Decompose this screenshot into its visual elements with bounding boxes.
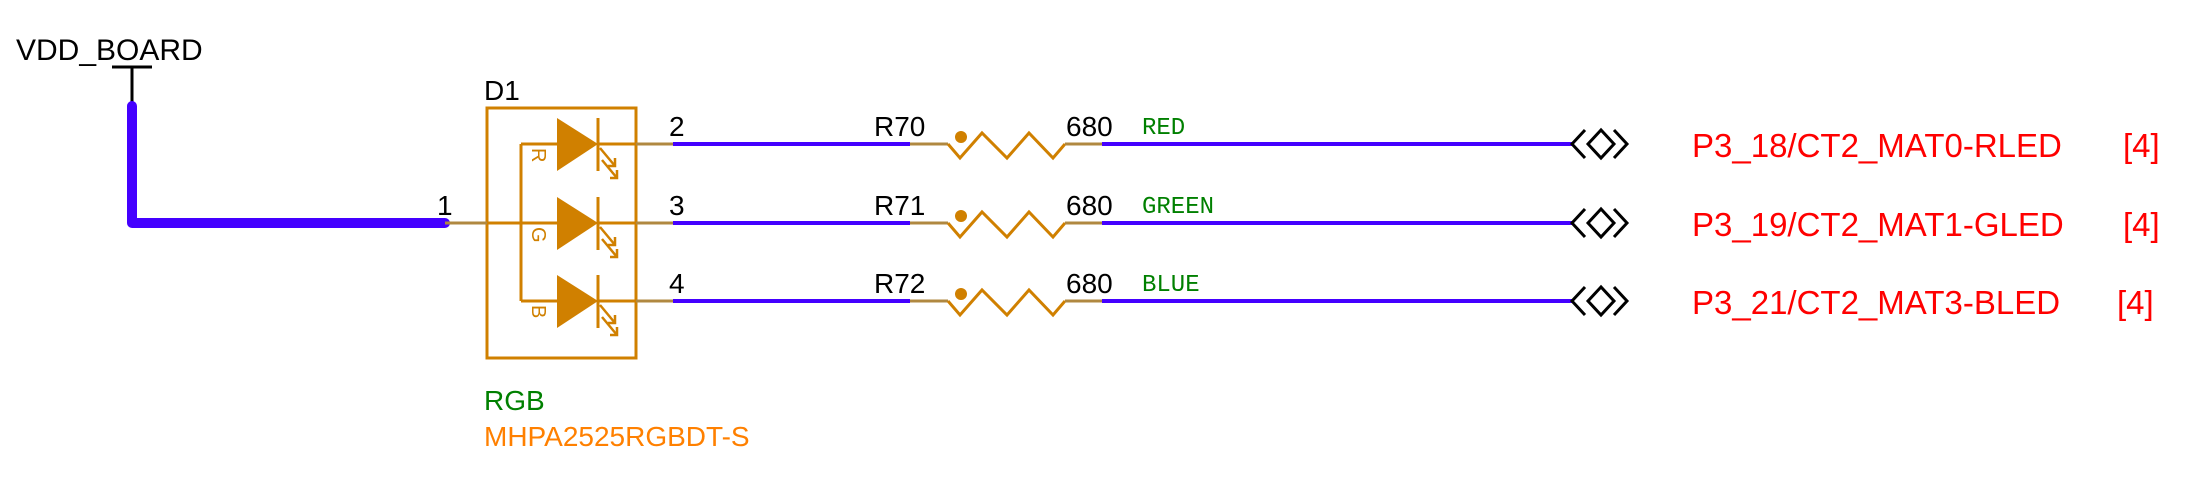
resistor-zigzag-icon [946,130,1067,161]
pin-1-number: 1 [437,190,453,221]
bidirectional-port-icon[interactable] [1569,206,1630,240]
bidirectional-port-icon[interactable] [1569,127,1630,161]
light-emission-arrowhead-icon [608,315,617,325]
led-body-outline [485,106,638,360]
port-right-chevron [1612,128,1630,160]
light-emission-arrow-icon [601,238,618,258]
channel-letter: B [527,305,549,318]
led-channel-r: R2 [527,111,685,180]
port-left-chevron [1569,285,1587,317]
diode-triangle-icon [557,275,598,328]
signal-row-blue: R72 680 BLUE P3_21/CT2_MAT3-BLED [4] [673,268,2154,321]
power-symbol-vdd-board[interactable]: VDD_BOARD [16,34,203,104]
channel-letter: R [527,148,549,162]
port-diamond [1585,284,1617,318]
light-emission-arrow-icon [599,147,616,167]
port-left-chevron [1569,207,1587,239]
pin-number: 3 [669,190,685,221]
power-wire[interactable] [127,101,450,228]
resistor-pin1-dot [955,210,967,222]
resistor-zigzag-icon [946,287,1067,318]
led-channel-g: G3 [527,190,685,259]
port-label[interactable]: P3_19/CT2_MAT1-GLED [1692,206,2064,243]
net-label: RED [1142,115,1185,142]
light-emission-arrow-icon [601,316,618,336]
signal-row-red: R70 680 RED P3_18/CT2_MAT0-RLED [4] [673,111,2160,164]
diode-triangle-icon [557,118,598,171]
port-diamond [1585,127,1617,161]
power-net-label: VDD_BOARD [16,34,203,67]
resistor-r71[interactable]: R71 680 [874,190,1113,240]
net-label: BLUE [1142,272,1200,299]
bidirectional-port-icon[interactable] [1569,284,1630,318]
channel-letter: G [527,227,549,243]
diode-triangle-icon [557,197,598,250]
resistor-pin1-dot [955,288,967,300]
port-label[interactable]: P3_21/CT2_MAT3-BLED [1692,284,2060,321]
light-emission-arrowhead-icon [610,170,619,180]
light-emission-arrowhead-icon [608,237,617,247]
resistor-value: 680 [1066,268,1113,299]
port-right-chevron [1612,207,1630,239]
light-emission-arrow-icon [599,304,616,324]
resistor-zigzag-icon [946,209,1067,240]
led-channel-b: B4 [527,268,685,337]
port-diamond [1585,206,1617,240]
sheet-reference[interactable]: [4] [2123,127,2160,164]
light-emission-arrow-icon [599,226,616,246]
led-part-number: MHPA2525RGBDT-S [484,421,750,452]
resistor-pin1-dot [955,131,967,143]
resistor-r70[interactable]: R70 680 [874,111,1113,161]
net-label: GREEN [1142,194,1214,221]
resistor-r72[interactable]: R72 680 [874,268,1113,318]
port-right-chevron [1612,285,1630,317]
sheet-reference[interactable]: [4] [2123,206,2160,243]
light-emission-arrowhead-icon [610,249,619,259]
light-emission-arrowhead-icon [608,158,617,168]
pin-number: 4 [669,268,685,299]
light-emission-arrow-icon [601,159,618,179]
resistor-refdes: R71 [874,190,925,221]
led-refdes: D1 [484,75,520,106]
port-left-chevron [1569,128,1587,160]
pin-number: 2 [669,111,685,142]
resistor-value: 680 [1066,111,1113,142]
signal-row-green: R71 680 GREEN P3_19/CT2_MAT1-GLED [4] [673,190,2160,243]
resistor-value: 680 [1066,190,1113,221]
resistor-refdes: R72 [874,268,925,299]
sheet-reference[interactable]: [4] [2117,284,2154,321]
light-emission-arrowhead-icon [610,327,619,337]
led-value: RGB [484,385,545,416]
resistor-refdes: R70 [874,111,925,142]
port-label[interactable]: P3_18/CT2_MAT0-RLED [1692,127,2062,164]
